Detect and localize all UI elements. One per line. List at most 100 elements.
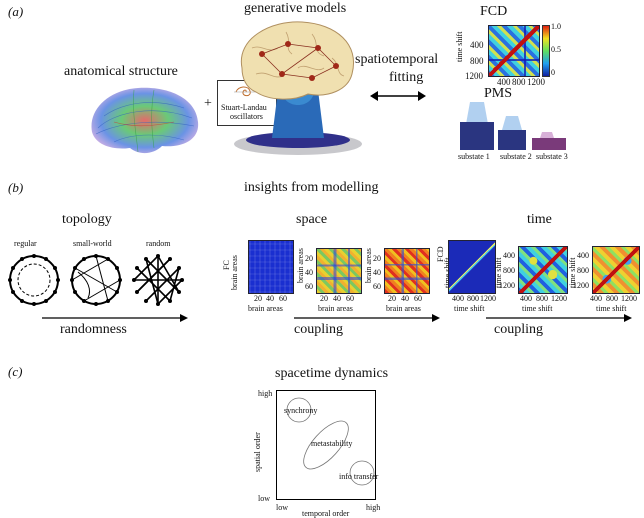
time-ytick: 1200: [573, 281, 589, 290]
fcd-matrix-low: [448, 240, 496, 294]
fc-matrix-low: [248, 240, 294, 294]
region-info-transfer: info transfer: [339, 472, 379, 481]
space-ytick: 20: [373, 254, 381, 263]
fcd-title: FCD: [480, 4, 508, 19]
space-xtick: 40: [333, 294, 341, 303]
time-ytick: 400: [577, 251, 589, 260]
time-xlabel: time shift: [522, 304, 553, 313]
space-xtick: 60: [279, 294, 287, 303]
plus-sign: +: [204, 96, 212, 111]
randomness-label: randomness: [60, 322, 127, 337]
space-ylabel: brain areas: [230, 255, 239, 290]
generative-brain-model-image: [234, 21, 362, 155]
time-ytick: 400: [503, 251, 515, 260]
network-label-small-world: small-world: [73, 239, 112, 248]
fcd-ytick: 1200: [465, 71, 483, 81]
time-xlabel: time shift: [454, 304, 485, 313]
time-title: time: [527, 212, 552, 227]
insights-title: insights from modelling: [244, 180, 379, 195]
time-coupling-label: coupling: [494, 322, 543, 337]
colorbar-tick: 1.0: [551, 22, 561, 31]
space-xlabel: brain areas: [386, 304, 421, 313]
colorbar-tick: 0: [551, 68, 555, 77]
fcd-ytick: 800: [470, 56, 484, 66]
space-coupling-label: coupling: [294, 322, 343, 337]
time-xtick: 400: [520, 294, 532, 303]
region-synchrony: synchrony: [284, 406, 318, 415]
space-xtick: 60: [346, 294, 354, 303]
time-xtick: 800: [467, 294, 479, 303]
topology-title: topology: [62, 212, 112, 227]
generative-models-title: generative models: [244, 1, 347, 16]
panel-a-label: (a): [8, 4, 24, 19]
spacetime-dynamics-title: spacetime dynamics: [275, 366, 389, 381]
fcd-colorbar: [542, 25, 550, 77]
randomness-arrow: [42, 314, 188, 322]
regular-network-graph: [8, 254, 60, 306]
x-axis-label: temporal order: [302, 509, 350, 518]
y-axis-label: spatial order: [253, 432, 262, 472]
time-xtick: 800: [606, 294, 618, 303]
time-xtick: 1200: [480, 294, 496, 303]
x-axis-high: high: [366, 503, 381, 512]
oscillators-label-line1: Stuart-Landau: [221, 103, 267, 112]
time-xtick: 400: [452, 294, 464, 303]
fcd-matrix: [488, 25, 540, 77]
space-ytick: 60: [305, 282, 313, 291]
fcd-xtick: 1200: [527, 77, 545, 87]
phase-regions-drawing: [286, 397, 375, 486]
y-axis-low: low: [258, 494, 270, 503]
panel-c-label: (c): [8, 364, 23, 379]
time-xtick: 800: [536, 294, 548, 303]
time-coupling-arrow: [486, 314, 632, 322]
network-label-random: random: [146, 239, 171, 248]
time-xtick: 1200: [621, 294, 637, 303]
fcd-xtick: 400: [497, 77, 511, 87]
time-xlabel: time shift: [596, 304, 627, 313]
space-coupling-arrow: [294, 314, 440, 322]
space-ytick: 20: [305, 254, 313, 263]
network-label-regular: regular: [14, 239, 37, 248]
fcd-ylabel: time shift: [455, 31, 464, 62]
space-xtick: 40: [266, 294, 274, 303]
random-network-graph: [132, 254, 184, 306]
time-xtick: 1200: [551, 294, 567, 303]
fc-matrix-mid: [316, 248, 362, 294]
space-ytick: 60: [373, 282, 381, 291]
colorbar-tick: 0.5: [551, 45, 561, 54]
substate-label: substate 2: [500, 152, 532, 161]
spacetime-phase-box: [276, 390, 376, 500]
space-title: space: [296, 212, 328, 227]
fcd-ytick: 400: [470, 40, 484, 50]
small-world-network-graph: [70, 254, 122, 306]
time-ytick: 1200: [499, 281, 515, 290]
anatomical-structure-label: anatomical structure: [64, 64, 178, 79]
double-arrow-icon: [370, 91, 426, 101]
tractography-brain-image: [91, 87, 199, 154]
x-axis-low: low: [276, 503, 288, 512]
substate-label: substate 3: [536, 152, 568, 161]
time-ytick: 800: [503, 266, 515, 275]
time-xtick: 400: [590, 294, 602, 303]
space-xtick: 60: [414, 294, 422, 303]
region-metastability: metastability: [311, 439, 353, 448]
pms-substates-bars: [460, 102, 566, 150]
panel-b-label: (b): [8, 180, 24, 195]
oscillators-label-line2: oscillators: [230, 112, 263, 121]
fcd-xtick: 800: [512, 77, 526, 87]
space-xtick: 20: [320, 294, 328, 303]
fc-matrix-high: [384, 248, 430, 294]
y-axis-high: high: [258, 389, 273, 398]
space-xtick: 20: [388, 294, 396, 303]
substate-label: substate 1: [458, 152, 490, 161]
space-xlabel: brain areas: [318, 304, 353, 313]
space-xlabel: brain areas: [248, 304, 283, 313]
fitting-label: fitting: [389, 70, 424, 85]
space-ylabel: brain areas: [364, 248, 373, 283]
pms-title: PMS: [484, 86, 513, 101]
fcd-matrix-mid: [518, 246, 568, 294]
space-xtick: 20: [254, 294, 262, 303]
spatiotemporal-label: spatiotemporal: [355, 52, 439, 67]
space-ylabel: brain areas: [296, 248, 305, 283]
fcd-matrix-high: [592, 246, 640, 294]
